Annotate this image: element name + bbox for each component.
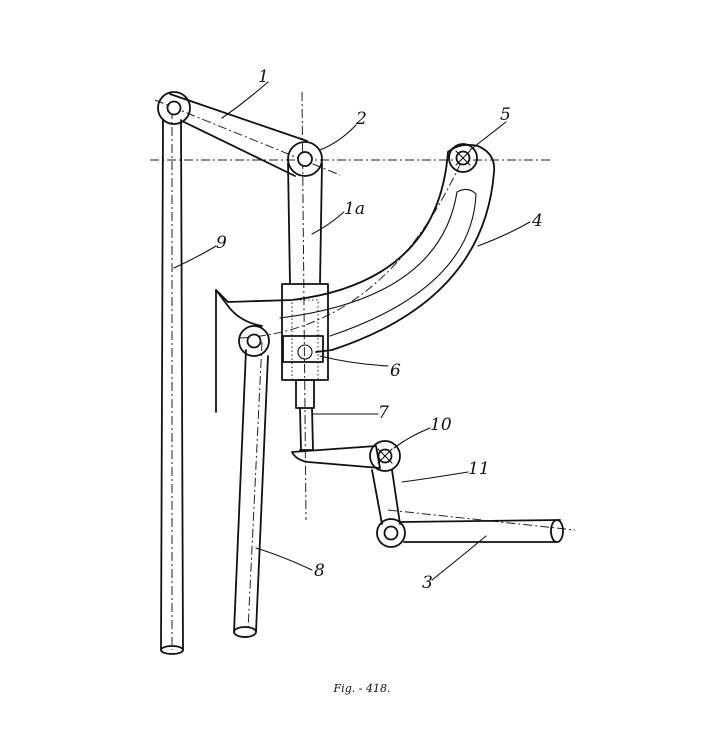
label-1a: 1a bbox=[344, 199, 365, 219]
label-4: 4 bbox=[531, 211, 543, 231]
figure-caption: Fig. - 418. bbox=[333, 682, 391, 695]
label-11: 11 bbox=[468, 459, 490, 479]
label-7: 7 bbox=[378, 403, 389, 423]
label-3: 3 bbox=[422, 573, 433, 593]
centre-lines bbox=[150, 91, 576, 650]
curved-lever-4 bbox=[215, 143, 496, 353]
leader-lines bbox=[173, 81, 531, 581]
rod-3 bbox=[376, 518, 564, 548]
slide-bar-1a bbox=[281, 141, 329, 451]
label-6: 6 bbox=[390, 361, 401, 381]
rod-8 bbox=[215, 289, 270, 638]
link-1 bbox=[157, 91, 308, 177]
slider-block-6 bbox=[282, 335, 324, 363]
link-1-centre-line bbox=[154, 99, 341, 176]
arc-centre-line bbox=[239, 159, 463, 339]
label-10: 10 bbox=[430, 415, 452, 435]
label-9: 9 bbox=[216, 233, 227, 253]
label-8: 8 bbox=[314, 561, 325, 581]
rod-9 bbox=[160, 119, 184, 655]
label-2: 2 bbox=[355, 109, 367, 129]
label-5: 5 bbox=[500, 105, 511, 125]
rod-7 bbox=[299, 407, 302, 451]
rod-8-centre-line bbox=[247, 341, 263, 631]
lever-10-11 bbox=[291, 440, 401, 525]
rod-3-centre-line bbox=[387, 509, 576, 531]
label-1: 1 bbox=[258, 67, 269, 87]
